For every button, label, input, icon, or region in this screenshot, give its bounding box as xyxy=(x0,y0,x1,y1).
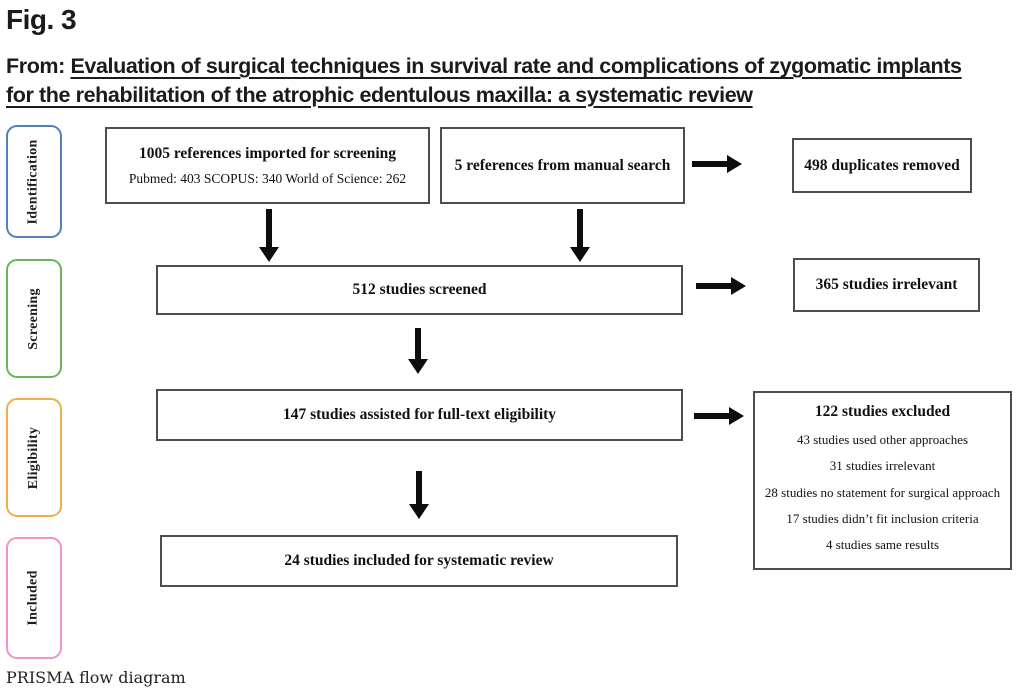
stage-identification: Identification xyxy=(6,125,62,238)
arrow-right-icon xyxy=(692,155,742,173)
box-studies-excluded-title: 122 studies excluded xyxy=(814,403,951,420)
stage-included-label: Included xyxy=(26,570,41,626)
figure-label: Fig. 3 xyxy=(6,4,77,35)
box-studies-excluded: 122 studies excluded 43 studies used oth… xyxy=(753,391,1012,570)
box-duplicates-removed-title: 498 duplicates removed xyxy=(804,156,960,174)
box-references-imported: 1005 references imported for screening P… xyxy=(105,127,430,204)
box-references-imported-sources: Pubmed: 403 SCOPUS: 340 World of Science… xyxy=(128,170,407,186)
arrow-right-icon xyxy=(696,277,746,295)
box-manual-search: 5 references from manual search xyxy=(440,127,685,204)
excluded-reason: 43 studies used other approaches xyxy=(796,432,969,447)
box-fulltext-eligibility-title: 147 studies assisted for full-text eligi… xyxy=(282,406,557,423)
arrow-down-icon xyxy=(570,209,590,262)
box-studies-screened: 512 studies screened xyxy=(156,265,683,315)
excluded-reason: 17 studies didn’t fit inclusion criteria xyxy=(786,510,979,526)
stage-identification-label: Identification xyxy=(26,138,41,225)
box-studies-screened-title: 512 studies screened xyxy=(352,281,487,298)
figure-caption: PRISMA flow diagram xyxy=(6,668,186,687)
box-fulltext-eligibility: 147 studies assisted for full-text eligi… xyxy=(156,389,683,441)
arrow-down-icon xyxy=(259,209,279,262)
box-studies-irrelevant-title: 365 studies irrelevant xyxy=(815,276,958,293)
stage-eligibility: Eligibility xyxy=(6,398,62,517)
excluded-reason: 4 studies same results xyxy=(825,537,939,553)
box-references-imported-title: 1005 references imported for screening xyxy=(138,144,397,162)
box-studies-included: 24 studies included for systematic revie… xyxy=(160,535,678,587)
box-studies-included-title: 24 studies included for systematic revie… xyxy=(284,552,554,569)
box-studies-irrelevant: 365 studies irrelevant xyxy=(793,258,980,312)
excluded-reason: 31 studies irrelevant xyxy=(829,458,936,474)
box-manual-search-title: 5 references from manual search xyxy=(454,156,671,174)
article-title-link[interactable]: Evaluation of surgical techniques in sur… xyxy=(6,54,962,107)
excluded-reason: 28 studies no statement for surgical app… xyxy=(764,484,1001,500)
from-prefix: From: xyxy=(6,54,71,78)
arrow-right-icon xyxy=(694,407,744,425)
box-duplicates-removed: 498 duplicates removed xyxy=(792,138,972,193)
stage-screening-label: Screening xyxy=(26,287,41,350)
stage-included: Included xyxy=(6,537,62,659)
arrow-down-icon xyxy=(409,471,429,519)
stage-eligibility-label: Eligibility xyxy=(26,426,41,489)
stage-screening: Screening xyxy=(6,259,62,378)
arrow-down-icon xyxy=(408,328,428,374)
figure-source-line: From: Evaluation of surgical techniques … xyxy=(6,52,994,109)
